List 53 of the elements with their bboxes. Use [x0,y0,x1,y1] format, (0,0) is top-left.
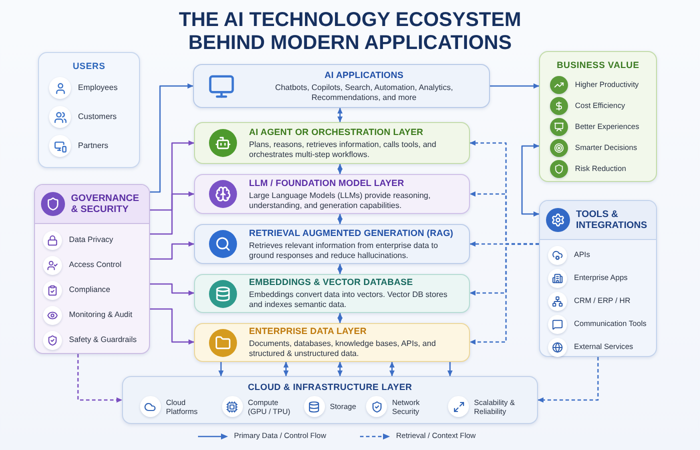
arrow [337,164,343,174]
arrow [150,283,194,296]
layer-description: Embeddings convert data into vectors. Vector DB stores and indexes semantic data. [249,290,448,310]
panel-heading: USERS [72,60,106,73]
arrow [283,362,289,376]
layer-title: RETRIEVAL AUGMENTED GENERATION (RAG) [249,228,454,239]
layer-title: LLM / FOUNDATION MODEL LAYER [249,178,406,189]
layer-panel [194,224,470,264]
layer-title: AI AGENT OR ORCHESTRATION LAYER [249,126,424,138]
arrow [337,108,343,122]
arrow [150,191,194,235]
dashed-arrow [538,357,599,403]
list-item-label: Partners [78,141,108,151]
layer-title: ENTERPRISE DATA LAYER [249,326,368,338]
layer-panel [194,174,470,214]
panel-heading: BUSINESS VALUE [556,59,640,72]
layer-title: CLOUD & INFRASTRUCTURE LAYER [246,381,414,394]
arrow [337,264,343,274]
layer-description: Retrieves relevant information from enterprise data to ground responses and reduce hallucinations. [249,240,439,260]
diagram-title: THE AI TECHNOLOGY ECOSYSTEM BEHIND MODERN APPLICATIONS [178,9,522,55]
arrow [490,83,540,89]
category-panel [34,184,150,354]
layer-description: Plans, reasons, retrieves information, calls tools, and orchestrates multi-step workflows. [249,140,438,160]
dashed-arrow [77,354,122,403]
dashed-arrow [470,243,539,345]
arrow [218,362,224,376]
list-item-label: Customers [78,112,117,122]
layer-panel [194,122,470,164]
layer-panel [193,64,490,108]
layer-panel [194,323,470,362]
layer-description: Documents, databases, knowledge bases, APIs, and structured & unstructured data. [249,339,437,359]
layer-panel [194,274,470,313]
category-panel [539,51,657,182]
layer-description: Chatbots, Copilots, Search, Automation, Analytics, Recommendations, and more [274,82,454,102]
arrow [521,143,540,217]
arrow [150,83,194,193]
arrow [389,362,395,376]
arrow [150,140,194,211]
list-item-label: Employees [78,83,118,93]
arrow [150,241,194,260]
arrow [447,362,453,376]
layer-title: AI APPLICATIONS [323,70,404,81]
panel-heading: TOOLS & INTEGRATIONS [576,209,648,231]
panel-heading: GOVERNANCE & SECURITY [71,193,140,215]
category-panel [38,52,140,168]
arrow [337,214,343,224]
arrow [337,362,343,376]
layer-title: EMBEDDINGS & VECTOR DATABASE [249,277,414,288]
arrow [337,312,343,324]
arrow [150,308,194,345]
layer-panel [122,376,538,424]
category-panel [539,200,657,357]
layer-description: Large Language Models (LLMs) provide reasoning, understanding, and generation capabilities. [249,190,432,210]
